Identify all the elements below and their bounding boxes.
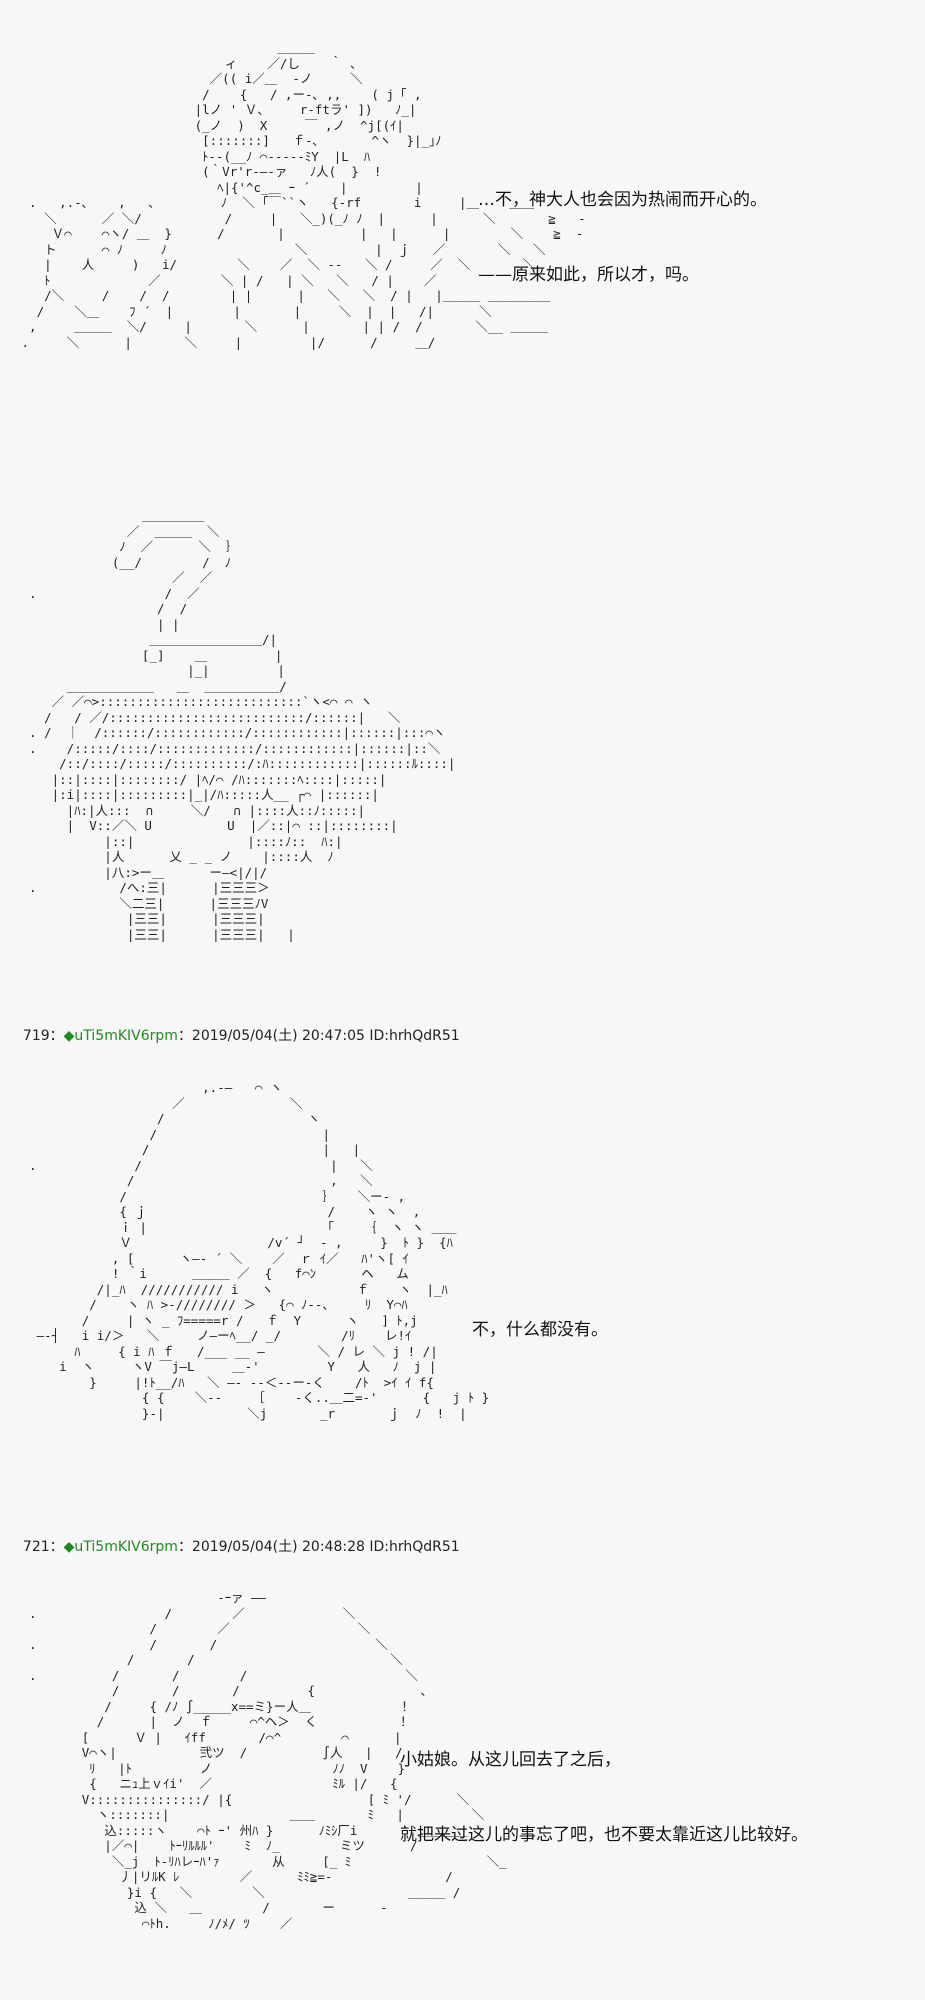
post-datetime: ：2019/05/04(土) 20:48:28 ID:hrhQdR51 <box>177 1539 460 1555</box>
post-header: 719：◆uTi5mKIV6rpm：2019/05/04(土) 20:47:05… <box>14 1009 460 1045</box>
trip-diamond-icon: ◆ <box>63 1539 75 1555</box>
ascii-art-bald-figure: ,.-― ⌒ ヽ ／ ＼ / ヽ / | / | | . / <box>29 1080 490 1421</box>
ascii-art-hooded-figure: ＿＿＿ ィ ／/し ｀ 、 ／(( i／＿ -ノ ＼ / { / ,ー-､ ,,… <box>21 40 586 350</box>
dialog-panel-3: 不，什么都没有。 <box>472 1268 608 1368</box>
post-trip[interactable]: uTi5mKIV6rpm <box>74 1028 178 1044</box>
trip-diamond-icon: ◆ <box>63 1028 75 1044</box>
post-number: 719 <box>22 1028 50 1044</box>
post-separator: ： <box>49 1539 64 1555</box>
post-datetime: ：2019/05/04(土) 20:47:05 ID:hrhQdR51 <box>177 1028 460 1044</box>
post-number: 721 <box>22 1539 50 1555</box>
ascii-art-old-man: -ｰァ ―― . / ／ ＼ / ／ ＼ . / / ＼ / / ＼ <box>29 1590 507 1931</box>
dialog-line: 小姑娘。从这儿回去了之后， <box>400 1750 621 1770</box>
ascii-art-question-mark-head: ＿＿＿＿＿ ／ ＿＿＿ ＼ ﾉ ／ ＼ ｝ (__/ / ﾉ ／ ／ . / ／… <box>29 508 456 942</box>
dialog-line: 不，什么都没有。 <box>472 1320 608 1340</box>
dialog-panel-1: …不，神大人也会因为热闹而开心的。 ——原来如此，所以才，吗。 <box>478 138 767 313</box>
dialog-line: …不，神大人也会因为热闹而开心的。 <box>478 190 767 210</box>
post-trip[interactable]: uTi5mKIV6rpm <box>74 1539 178 1555</box>
post-header: 721：◆uTi5mKIV6rpm：2019/05/04(土) 20:48:28… <box>14 1520 460 1556</box>
dialog-line: 就把来过这儿的事忘了吧，也不要太靠近这儿比较好。 <box>400 1825 808 1845</box>
dialog-line: ——原来如此，所以才，吗。 <box>478 265 699 285</box>
post-separator: ： <box>49 1028 64 1044</box>
dialog-panel-4: 小姑娘。从这儿回去了之后， 就把来过这儿的事忘了吧，也不要太靠近这儿比较好。 <box>400 1698 808 1873</box>
